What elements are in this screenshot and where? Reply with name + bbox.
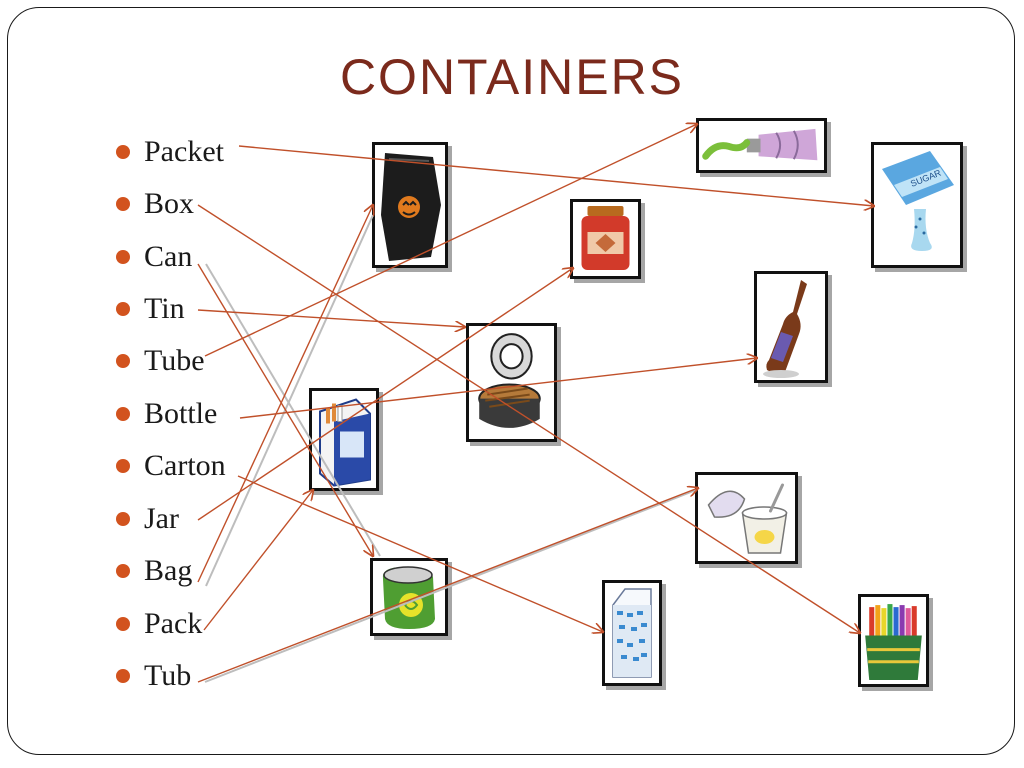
bag-picture[interactable] xyxy=(372,142,448,268)
jam-jar-icon xyxy=(581,206,630,270)
term-can[interactable]: Can xyxy=(116,242,192,272)
tube-picture[interactable] xyxy=(696,118,827,173)
bottle-picture[interactable] xyxy=(754,271,828,383)
term-label: Pack xyxy=(144,607,203,640)
term-label: Can xyxy=(144,240,193,273)
term-box[interactable]: Box xyxy=(116,189,194,219)
sugar-packet-icon: SUGAR xyxy=(882,151,954,251)
milk-carton-icon xyxy=(612,588,652,678)
term-packet[interactable]: Packet xyxy=(116,137,224,167)
bullet-icon xyxy=(116,617,130,631)
carton-picture[interactable] xyxy=(602,580,662,686)
bullet-icon xyxy=(116,407,130,421)
bullet-icon xyxy=(116,512,130,526)
slide-frame xyxy=(7,7,1015,755)
packet-picture[interactable]: SUGAR xyxy=(871,142,963,268)
tub-picture[interactable] xyxy=(695,472,798,564)
tin-picture[interactable] xyxy=(466,323,557,442)
term-tube[interactable]: Tube xyxy=(116,346,205,376)
bullet-icon xyxy=(116,145,130,159)
term-label: Packet xyxy=(144,135,224,168)
term-tub[interactable]: Tub xyxy=(116,661,191,691)
term-label: Box xyxy=(144,187,195,220)
term-label: Bag xyxy=(144,554,193,587)
toothpaste-tube-icon xyxy=(702,128,818,161)
bottle-icon xyxy=(763,280,807,378)
term-tin[interactable]: Tin xyxy=(116,294,185,324)
term-bottle[interactable]: Bottle xyxy=(116,399,217,429)
bullet-icon xyxy=(116,669,130,683)
term-label: Bottle xyxy=(144,397,218,430)
can-picture[interactable] xyxy=(370,558,448,636)
term-carton[interactable]: Carton xyxy=(116,451,226,481)
yogurt-tub-icon xyxy=(707,483,788,554)
bullet-icon xyxy=(116,459,130,473)
term-label: Tin xyxy=(144,292,185,325)
box-picture[interactable] xyxy=(858,594,929,687)
chip-bag-icon xyxy=(381,153,441,261)
bullet-icon xyxy=(116,564,130,578)
term-label: Tub xyxy=(144,659,192,692)
term-jar[interactable]: Jar xyxy=(116,504,179,534)
soda-can-icon xyxy=(382,566,435,629)
term-label: Tube xyxy=(144,344,205,377)
slide-title: CONTAINERS xyxy=(339,49,685,105)
term-label: Carton xyxy=(144,449,226,482)
term-bag[interactable]: Bag xyxy=(116,556,192,586)
bullet-icon xyxy=(116,354,130,368)
pack-picture[interactable] xyxy=(309,388,379,491)
jar-picture[interactable] xyxy=(570,199,641,279)
term-pack[interactable]: Pack xyxy=(116,609,202,639)
cigarette-pack-icon xyxy=(319,398,371,487)
bullet-icon xyxy=(116,197,130,211)
bullet-icon xyxy=(116,250,130,264)
term-label: Jar xyxy=(144,502,179,535)
crayon-box-icon xyxy=(865,604,922,680)
open-tin-icon xyxy=(478,333,541,428)
bullet-icon xyxy=(116,302,130,316)
